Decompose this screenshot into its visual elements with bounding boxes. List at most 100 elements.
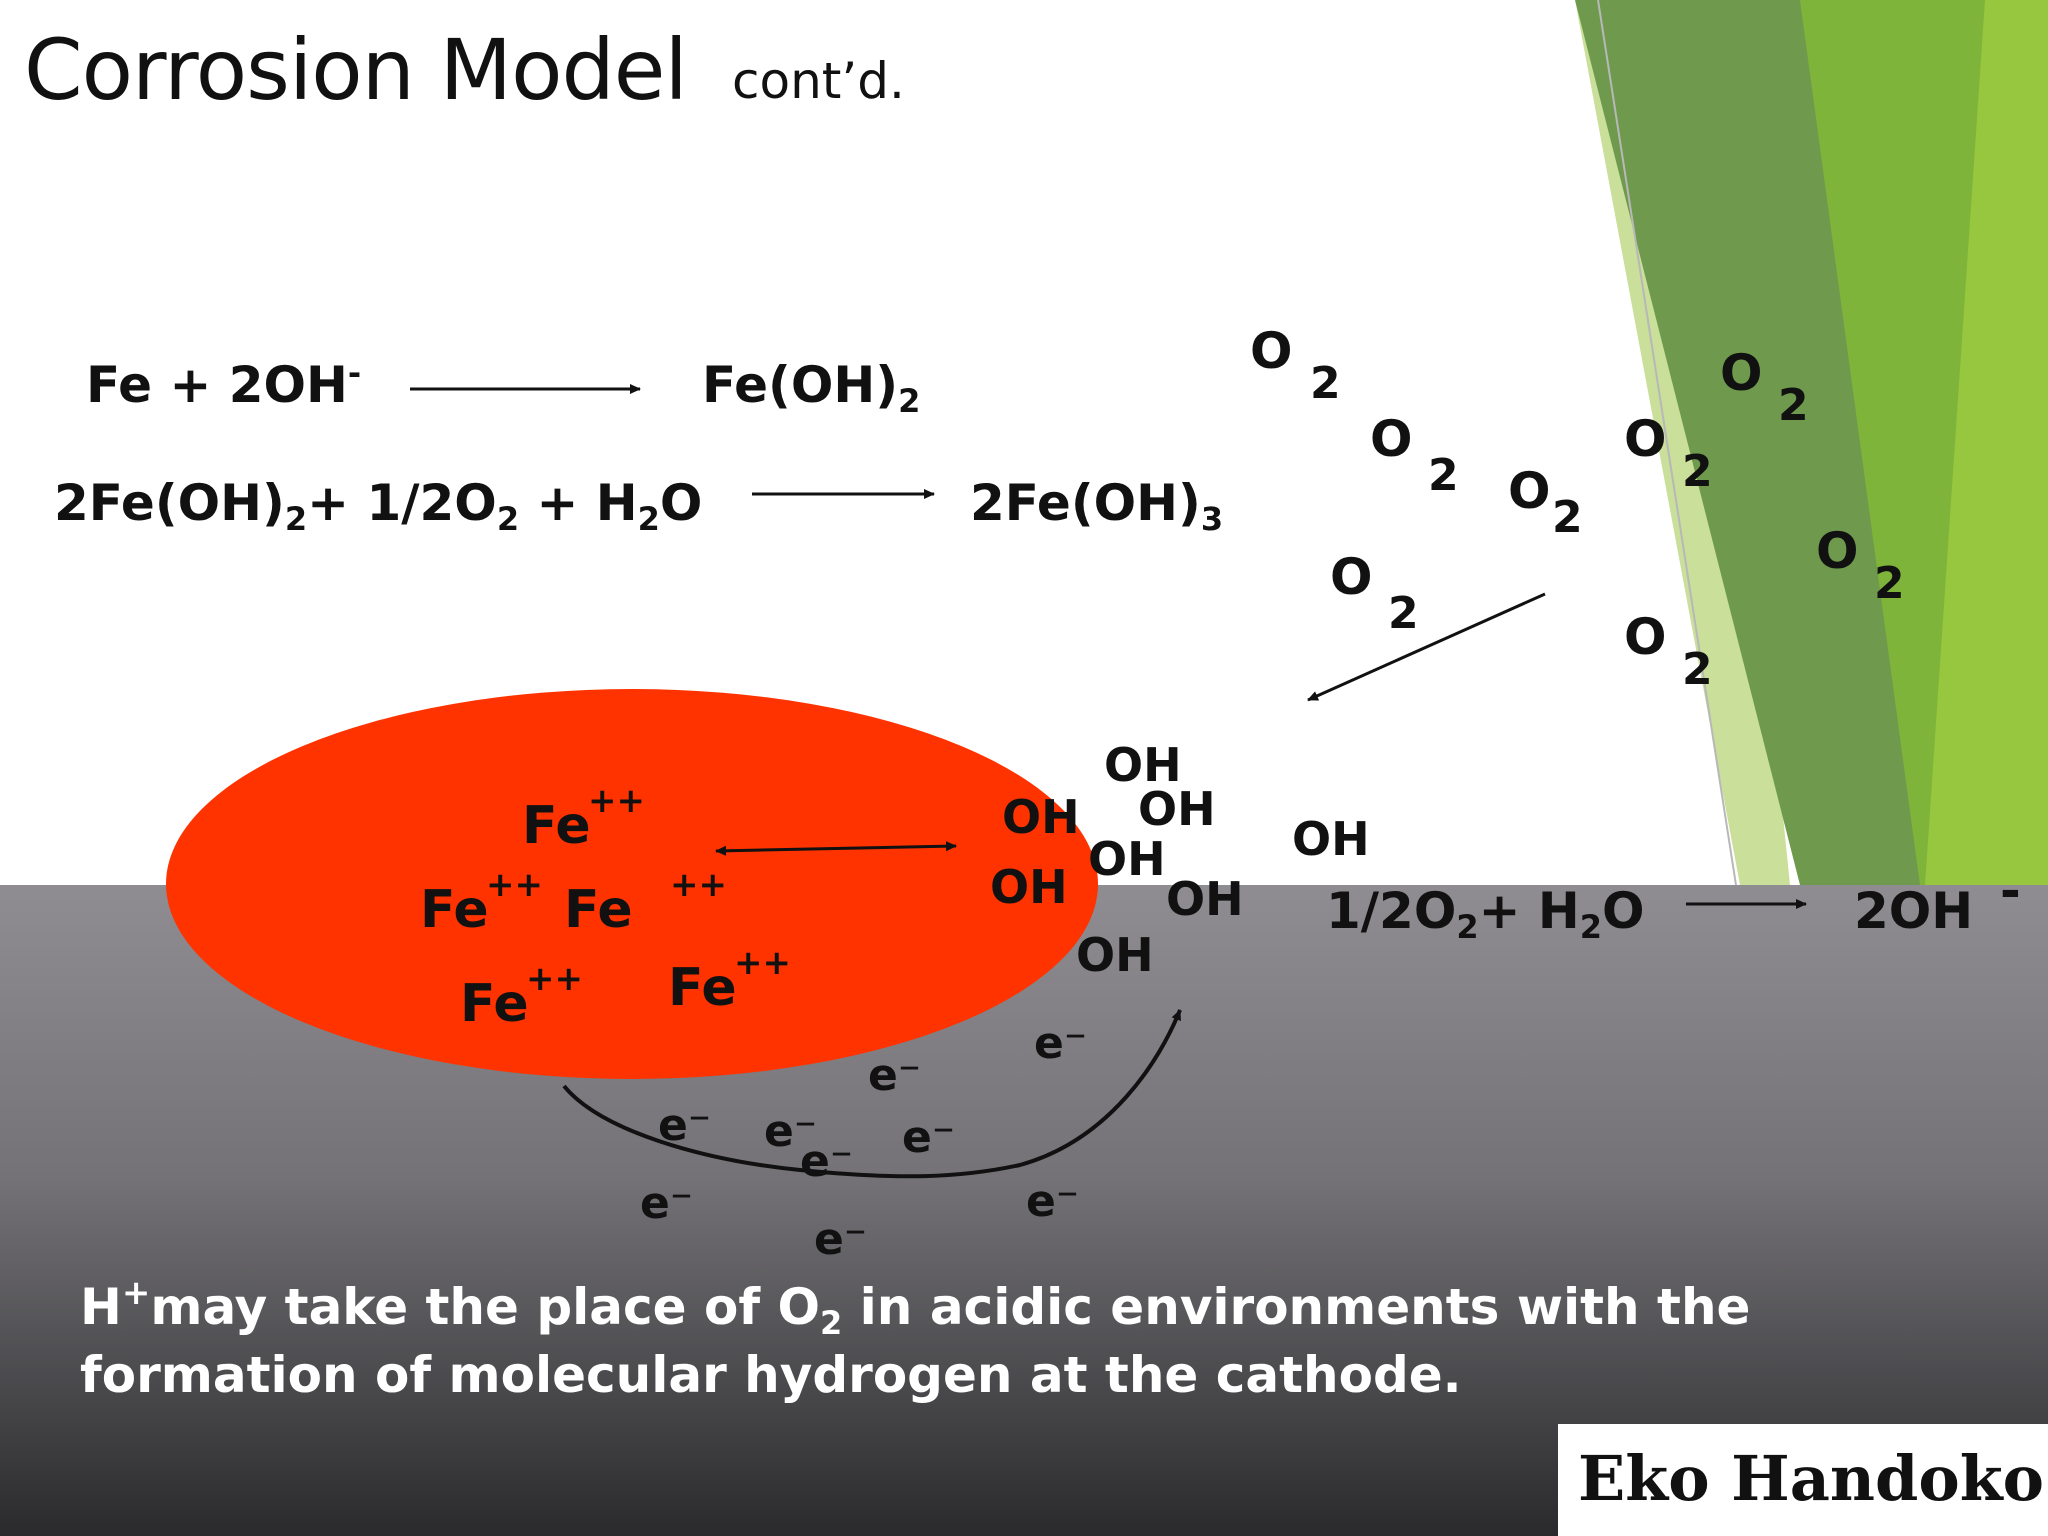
oxygen-subscript: 2 <box>1552 492 1583 543</box>
electron: e⁻ <box>1026 1176 1080 1227</box>
eq3-lhs-c: O <box>1602 882 1645 940</box>
oxygen-subscript: 2 <box>1874 558 1905 609</box>
iron-charge: ++ <box>588 781 645 821</box>
note-line-2: formation of molecular hydrogen at the c… <box>80 1346 1462 1404</box>
eq2-lhs-sub1: 2 <box>284 500 308 538</box>
electron: e⁻ <box>764 1106 818 1157</box>
electron: e⁻ <box>658 1100 712 1151</box>
eq2-rhs: 2Fe(OH) <box>970 474 1201 532</box>
oxygen-symbol: O <box>1720 344 1763 402</box>
hydroxide-ion: OH <box>1104 738 1182 792</box>
electron-flow-arrow <box>562 1009 1182 1179</box>
eq2-lhs-b: + 1/2O <box>307 474 497 532</box>
hydroxide-ion: OH <box>1292 812 1370 866</box>
equation-3-product: 2OH <box>1854 886 1973 936</box>
electron: e⁻ <box>800 1136 854 1187</box>
oxygen-symbol: O <box>1250 322 1293 380</box>
equation-1-product: Fe(OH)2 <box>702 360 920 417</box>
eq3-rhs-charge: - <box>2000 862 2021 920</box>
oxygen-subscript: 2 <box>1310 358 1341 409</box>
author-name: Eko Handoko <box>1578 1442 2044 1515</box>
green-stripe-light <box>1925 0 2048 885</box>
iron-ion: Fe++ <box>460 962 583 1030</box>
oxygen-symbol: O <box>1816 522 1859 580</box>
iron-charge: ++ <box>670 865 727 905</box>
note-line-1: H+may take the place of O2 in acidic env… <box>80 1276 1750 1339</box>
hydroxide-ion: OH <box>1076 928 1154 982</box>
oxygen-symbol: O <box>1370 410 1413 468</box>
oxygen-subscript: 2 <box>1428 450 1459 501</box>
iron-ion: Fe++ <box>564 868 727 936</box>
hydroxide-ion: OH <box>1088 832 1166 886</box>
oxygen-diffusion-arrow <box>1307 592 1546 702</box>
iron-symbol: Fe <box>564 880 633 940</box>
iron-ion: Fe++ <box>522 784 645 852</box>
eq1-rhs: Fe(OH) <box>702 356 899 414</box>
hydroxide-ion: OH <box>1002 790 1080 844</box>
iron-ion: Fe++ <box>420 868 543 936</box>
electron: e⁻ <box>814 1214 868 1265</box>
eq2-lhs-d: O <box>659 474 703 532</box>
eq3-lhs-sub2: 2 <box>1579 908 1603 946</box>
equation-2-product: 2Fe(OH)3 <box>970 478 1223 535</box>
slide-subtitle: cont’d. <box>732 52 905 110</box>
oxygen-symbol: O <box>1624 410 1667 468</box>
iron-charge: ++ <box>734 943 791 983</box>
iron-symbol: Fe <box>460 974 529 1034</box>
green-decoration <box>1575 0 2048 886</box>
eq3-lhs-b: + H <box>1478 882 1580 940</box>
equation-1-reactants: Fe + 2OH- <box>86 357 361 410</box>
equation-2-reactants: 2Fe(OH)2+ 1/2O2 + H2O <box>54 478 702 535</box>
eq1-lhs-charge: - <box>347 354 362 392</box>
electron: e⁻ <box>1034 1018 1088 1069</box>
eq1-lhs: Fe + 2OH <box>86 356 348 414</box>
note-text-b: in acidic environments with the <box>842 1278 1751 1336</box>
ion-migration-arrow <box>715 841 957 856</box>
eq2-lhs-a: 2Fe(OH) <box>54 474 285 532</box>
oxygen-subscript: 2 <box>1682 644 1713 695</box>
oxygen-subscript: 2 <box>1778 380 1809 431</box>
hydroxide-ion: OH <box>1166 872 1244 926</box>
iron-symbol: Fe <box>668 958 737 1018</box>
note-text-a: may take the place of O <box>150 1278 820 1336</box>
oxygen-symbol: O <box>1508 462 1551 520</box>
eq2-lhs-sub3: 2 <box>637 500 660 538</box>
iron-charge: ++ <box>486 865 543 905</box>
note-h-charge: + <box>121 1273 151 1313</box>
iron-ion: Fe++ <box>668 946 791 1014</box>
anode-ellipse <box>166 689 1098 1079</box>
oxygen-subscript: 2 <box>1388 588 1419 639</box>
note-h: H <box>80 1278 122 1336</box>
hydroxide-ion: OH <box>990 860 1068 914</box>
iron-symbol: Fe <box>420 880 489 940</box>
eq3-lhs-a: 1/2O <box>1326 882 1457 940</box>
oxygen-symbol: O <box>1330 548 1373 606</box>
eq1-rhs-sub: 2 <box>898 382 921 420</box>
slide-title: Corrosion Model <box>24 21 688 119</box>
green-edge-line <box>1597 0 1737 886</box>
equation-3-reactants: 1/2O2+ H2O <box>1326 886 1645 943</box>
eq3-lhs-sub: 2 <box>1456 908 1479 946</box>
electron: e⁻ <box>640 1178 694 1229</box>
eq2-lhs-c: + H <box>519 474 638 532</box>
author-box: Eko Handoko <box>1558 1424 2048 1536</box>
oxygen-symbol: O <box>1624 608 1667 666</box>
iron-symbol: Fe <box>522 796 591 856</box>
electron: e⁻ <box>868 1050 922 1101</box>
eq2-rhs-sub: 3 <box>1200 500 1224 538</box>
hydroxide-ion: OH <box>1138 782 1216 836</box>
eq2-lhs-sub2: 2 <box>496 500 520 538</box>
eq3-rhs: 2OH <box>1854 882 1974 940</box>
green-stripe-pale <box>1575 0 1790 885</box>
iron-charge: ++ <box>526 959 583 999</box>
oxygen-subscript: 2 <box>1682 446 1713 497</box>
